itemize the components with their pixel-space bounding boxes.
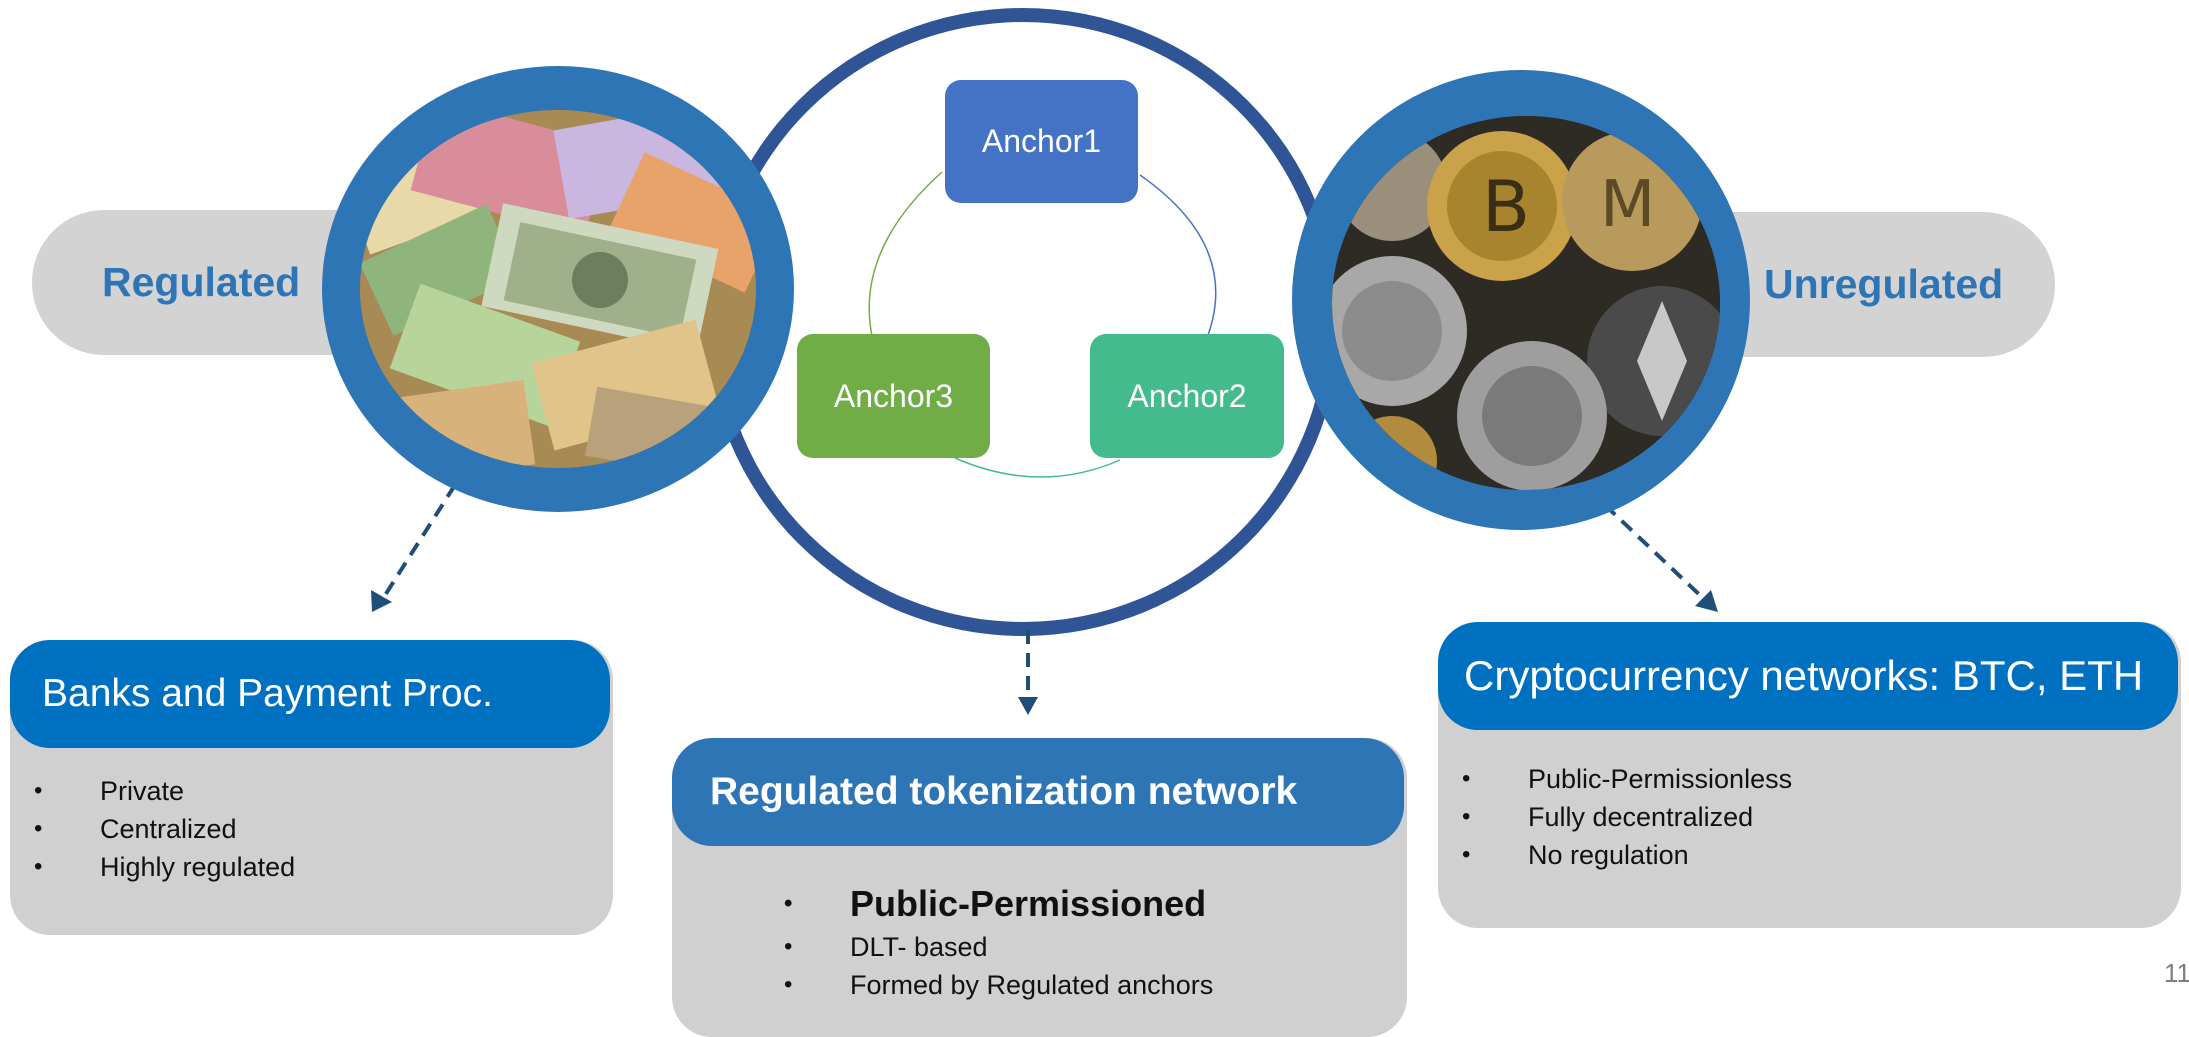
- regulated-network-box: Regulated tokenization network Public-Pe…: [672, 738, 1407, 1037]
- connection-anchor2-anchor3: [954, 457, 1121, 478]
- crypto-box: Cryptocurrency networks: BTC, ETH Public…: [1438, 622, 2181, 928]
- anchor1: Anchor1: [945, 80, 1138, 203]
- list-item: Fully decentralized: [1438, 798, 2178, 836]
- regulated-network-header: Regulated tokenization network: [672, 738, 1404, 846]
- anchor3: Anchor3: [797, 334, 990, 458]
- banknotes-circle: [322, 66, 794, 512]
- anchor1-label: Anchor1: [981, 123, 1102, 159]
- crypto-list: Public-Permissionless Fully decentralize…: [1438, 760, 2178, 874]
- banks-box: Banks and Payment Proc. Private Centrali…: [10, 640, 613, 935]
- page-number: 11: [2164, 958, 2189, 988]
- anchor2: Anchor2: [1090, 334, 1284, 458]
- banks-list: Private Centralized Highly regulated: [10, 772, 610, 886]
- arrow-to-crypto: [1603, 503, 1707, 602]
- crypto-header: Cryptocurrency networks: BTC, ETH: [1438, 622, 2178, 730]
- regulated-network-title: Regulated tokenization network: [710, 770, 1298, 813]
- list-item: DLT- based: [760, 928, 1400, 966]
- crypto-title: Cryptocurrency networks: BTC, ETH: [1464, 652, 2144, 699]
- regulated-label: Regulated: [102, 259, 301, 305]
- anchor3-label: Anchor3: [833, 377, 954, 414]
- banknotes-image: [360, 110, 756, 468]
- svg-text:B: B: [1482, 166, 1530, 248]
- list-item: No regulation: [1438, 836, 2178, 874]
- list-item: Public-Permissionless: [1438, 760, 2178, 798]
- arrowhead-regulated: [1018, 697, 1038, 715]
- list-item: Public-Permissioned: [760, 880, 1400, 928]
- unregulated-label: Unregulated: [1764, 261, 2004, 307]
- svg-text:M: M: [1600, 168, 1655, 242]
- list-item: Formed by Regulated anchors: [760, 966, 1400, 1004]
- arrowhead-crypto: [1695, 590, 1718, 612]
- connection-anchor1-anchor2: [1139, 174, 1217, 336]
- list-item: Highly regulated: [10, 848, 610, 886]
- crypto-coins-circle: B M: [1292, 70, 1750, 530]
- arrow-to-banks: [380, 483, 457, 602]
- connection-anchor3-anchor1: [868, 171, 943, 337]
- crypto-coins-illustration: B M: [1332, 116, 1720, 490]
- banks-title: Banks and Payment Proc.: [42, 672, 493, 715]
- anchor2-label: Anchor2: [1127, 377, 1247, 414]
- banknotes-illustration: [360, 110, 756, 468]
- list-item: Centralized: [10, 810, 610, 848]
- regulated-network-list: Public-Permissioned DLT- based Formed by…: [760, 880, 1400, 1004]
- banks-header: Banks and Payment Proc.: [10, 640, 610, 748]
- list-item: Private: [10, 772, 610, 810]
- crypto-coins-image: B M: [1332, 116, 1720, 490]
- arrowhead-banks: [371, 590, 392, 612]
